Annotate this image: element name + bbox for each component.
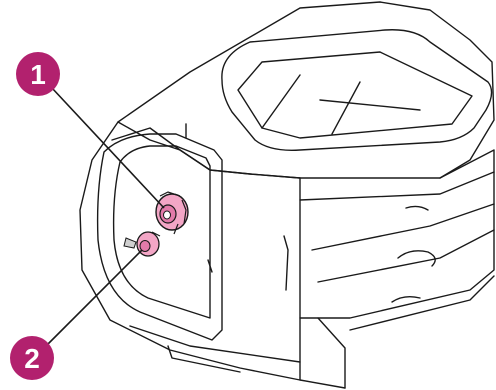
printer-right-side (300, 178, 345, 388)
bottom-tray-handle (392, 297, 420, 302)
callout-1-number: 1 (30, 59, 46, 90)
callout-1: 1 (16, 52, 60, 96)
front-panel-notch (406, 206, 428, 210)
left-bottom-edge (130, 326, 300, 362)
front-panel-lower (318, 230, 494, 282)
printer-front-edge (300, 150, 494, 318)
output-tray-inner (238, 52, 472, 138)
printer-top-surface (118, 2, 494, 178)
callout-2: 2 (10, 336, 54, 380)
front-panel-mid (312, 204, 494, 250)
bottom-tray-edge (350, 276, 494, 330)
callout-1-leader (52, 88, 164, 208)
output-tray-fold-c (320, 100, 420, 110)
front-panel-top (300, 172, 494, 200)
side-door-inner (114, 146, 210, 318)
upper-gear-roller (156, 192, 188, 234)
side-door-clip (284, 236, 288, 290)
callout-2-leader (44, 250, 142, 348)
bottom-tray (318, 318, 345, 388)
lower-pickup-roller (124, 232, 160, 256)
output-tray-fold-b (332, 82, 360, 134)
front-panel-handle (398, 251, 435, 266)
printer-left-side (80, 122, 300, 380)
callout-2-number: 2 (24, 343, 40, 374)
output-tray-fold-a (262, 75, 300, 128)
